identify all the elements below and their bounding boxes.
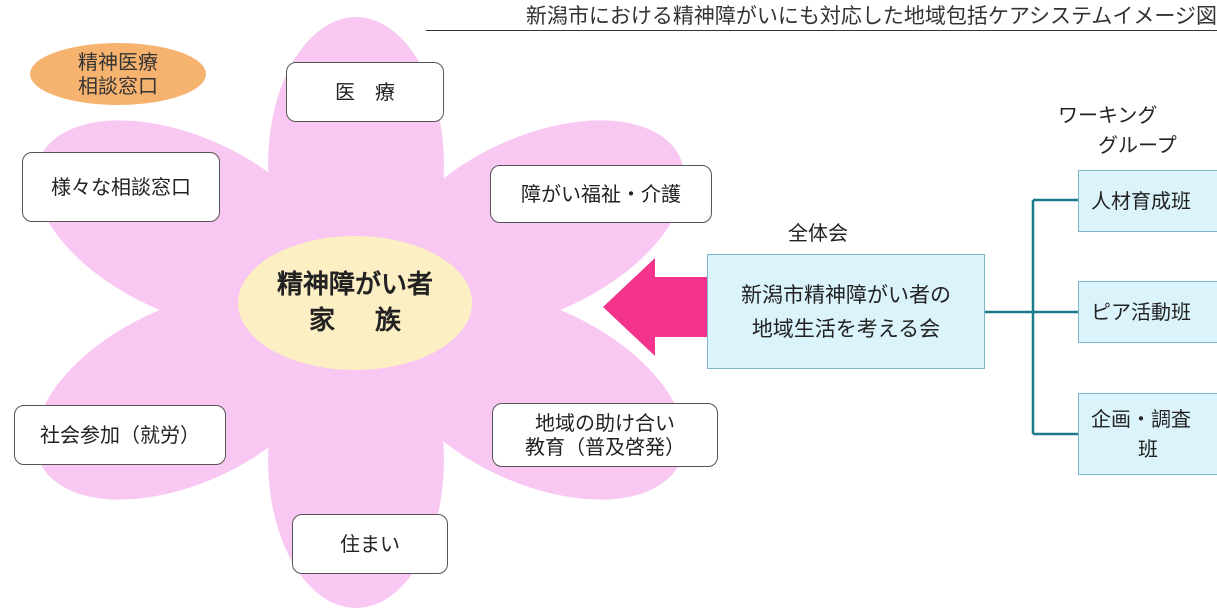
pill-line2: 相談窓口 xyxy=(78,74,158,98)
psychiatric-consult-badge: 精神医療 相談窓口 xyxy=(30,43,206,105)
community-line1: 地域の助け合い xyxy=(535,411,675,435)
social-participation-box: 社会参加（就労） xyxy=(14,405,226,465)
arrow xyxy=(603,258,707,356)
team-planning-label-2: 班 xyxy=(1138,437,1158,461)
medical-label: 医 療 xyxy=(335,80,395,104)
diagram-title: 新潟市における精神障がいにも対応した地域包括ケアシステムイメージ図 xyxy=(426,2,1217,31)
housing-box: 住まい xyxy=(292,514,448,574)
meeting-line2: 地域生活を考える会 xyxy=(751,316,941,341)
team-training-box: 人材育成班 xyxy=(1078,170,1217,232)
medical-box: 医 療 xyxy=(286,62,444,122)
meeting-line1: 新潟市精神障がい者の xyxy=(741,282,951,307)
welfare-box: 障がい福祉・介護 xyxy=(490,165,712,223)
community-box: 地域の助け合い 教育（普及啓発） xyxy=(492,403,718,467)
center-person: 精神障がい者 家族 xyxy=(238,236,472,370)
center-line1: 精神障がい者 xyxy=(276,270,433,300)
pill-line1: 精神医療 xyxy=(78,50,158,74)
community-line2: 教育（普及啓発） xyxy=(525,435,685,459)
welfare-label: 障がい福祉・介護 xyxy=(521,182,681,206)
consult-label: 様々な相談窓口 xyxy=(51,175,191,199)
social-label: 社会参加（就労） xyxy=(40,423,200,447)
connector-lines xyxy=(985,198,1078,436)
team-peer-label: ピア活動班 xyxy=(1091,300,1191,324)
working-group-label-line1: ワーキング xyxy=(1058,103,1158,127)
team-planning-box: 企画・調査 班 xyxy=(1078,393,1217,475)
team-planning-label: 企画・調査 xyxy=(1091,407,1191,431)
housing-label: 住まい xyxy=(340,532,400,556)
team-peer-box: ピア活動班 xyxy=(1078,281,1217,343)
team-training-label: 人材育成班 xyxy=(1091,189,1191,213)
consult-box: 様々な相談窓口 xyxy=(22,152,220,222)
plenary-label: 全体会 xyxy=(788,221,848,245)
working-group-label-line2: グループ xyxy=(1098,133,1177,157)
meeting-box: 新潟市精神障がい者の 地域生活を考える会 xyxy=(707,254,985,369)
center-line2: 家族 xyxy=(308,306,441,336)
